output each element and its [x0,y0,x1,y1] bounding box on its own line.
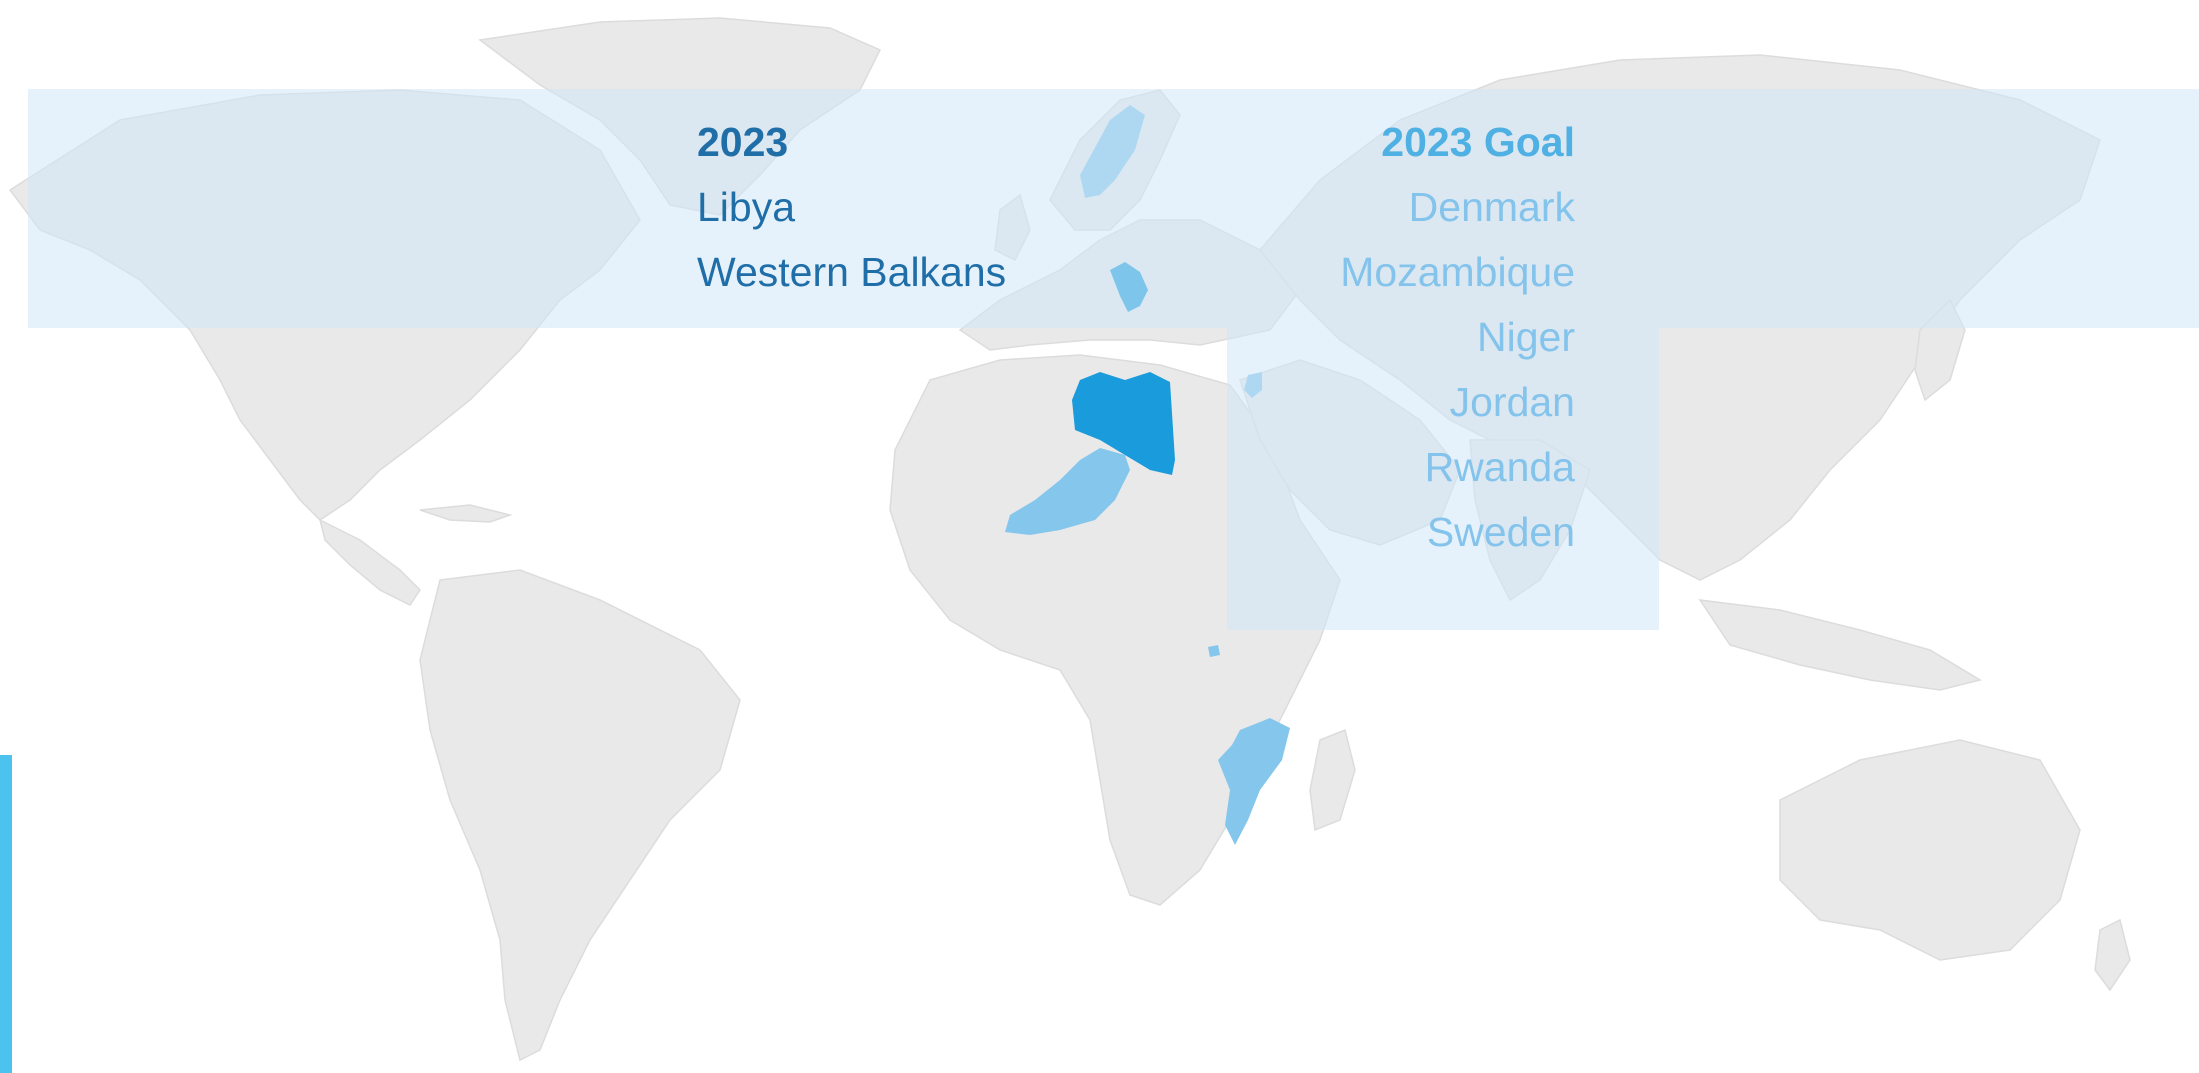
land-southeast-asia [1698,599,1982,691]
side-accent-bar [0,755,12,1073]
land-madagascar [1309,728,1356,832]
land-new-zealand [2094,918,2131,992]
legend-band [28,89,2199,328]
goal-legend: 2023 Goal Denmark Mozambique Niger Jorda… [1100,110,1575,565]
goal-item-mozambique: Mozambique [1340,249,1575,295]
goal-item-niger: Niger [1477,314,1575,360]
goal-title: 2023 Goal [1381,119,1575,165]
land-south-america [419,569,741,1062]
goal-item-sweden: Sweden [1426,509,1575,555]
land-caribbean [419,504,513,523]
land-central-america [318,518,421,606]
current-legend: 2023 Libya Western Balkans [697,110,1006,305]
goal-item-rwanda: Rwanda [1424,444,1575,490]
legend-band-goal-extension [1227,328,1659,630]
goal-item-denmark: Denmark [1408,184,1575,230]
goal-item-jordan: Jordan [1449,379,1575,425]
current-item-western-balkans: Western Balkans [697,249,1007,295]
current-title: 2023 [697,119,789,165]
region-rwanda[interactable] [1208,645,1220,657]
region-niger[interactable] [1005,448,1130,535]
region-libya[interactable] [1072,372,1175,475]
region-mozambique[interactable] [1218,718,1290,845]
land-australia [1779,739,2081,961]
current-item-libya: Libya [697,184,796,230]
